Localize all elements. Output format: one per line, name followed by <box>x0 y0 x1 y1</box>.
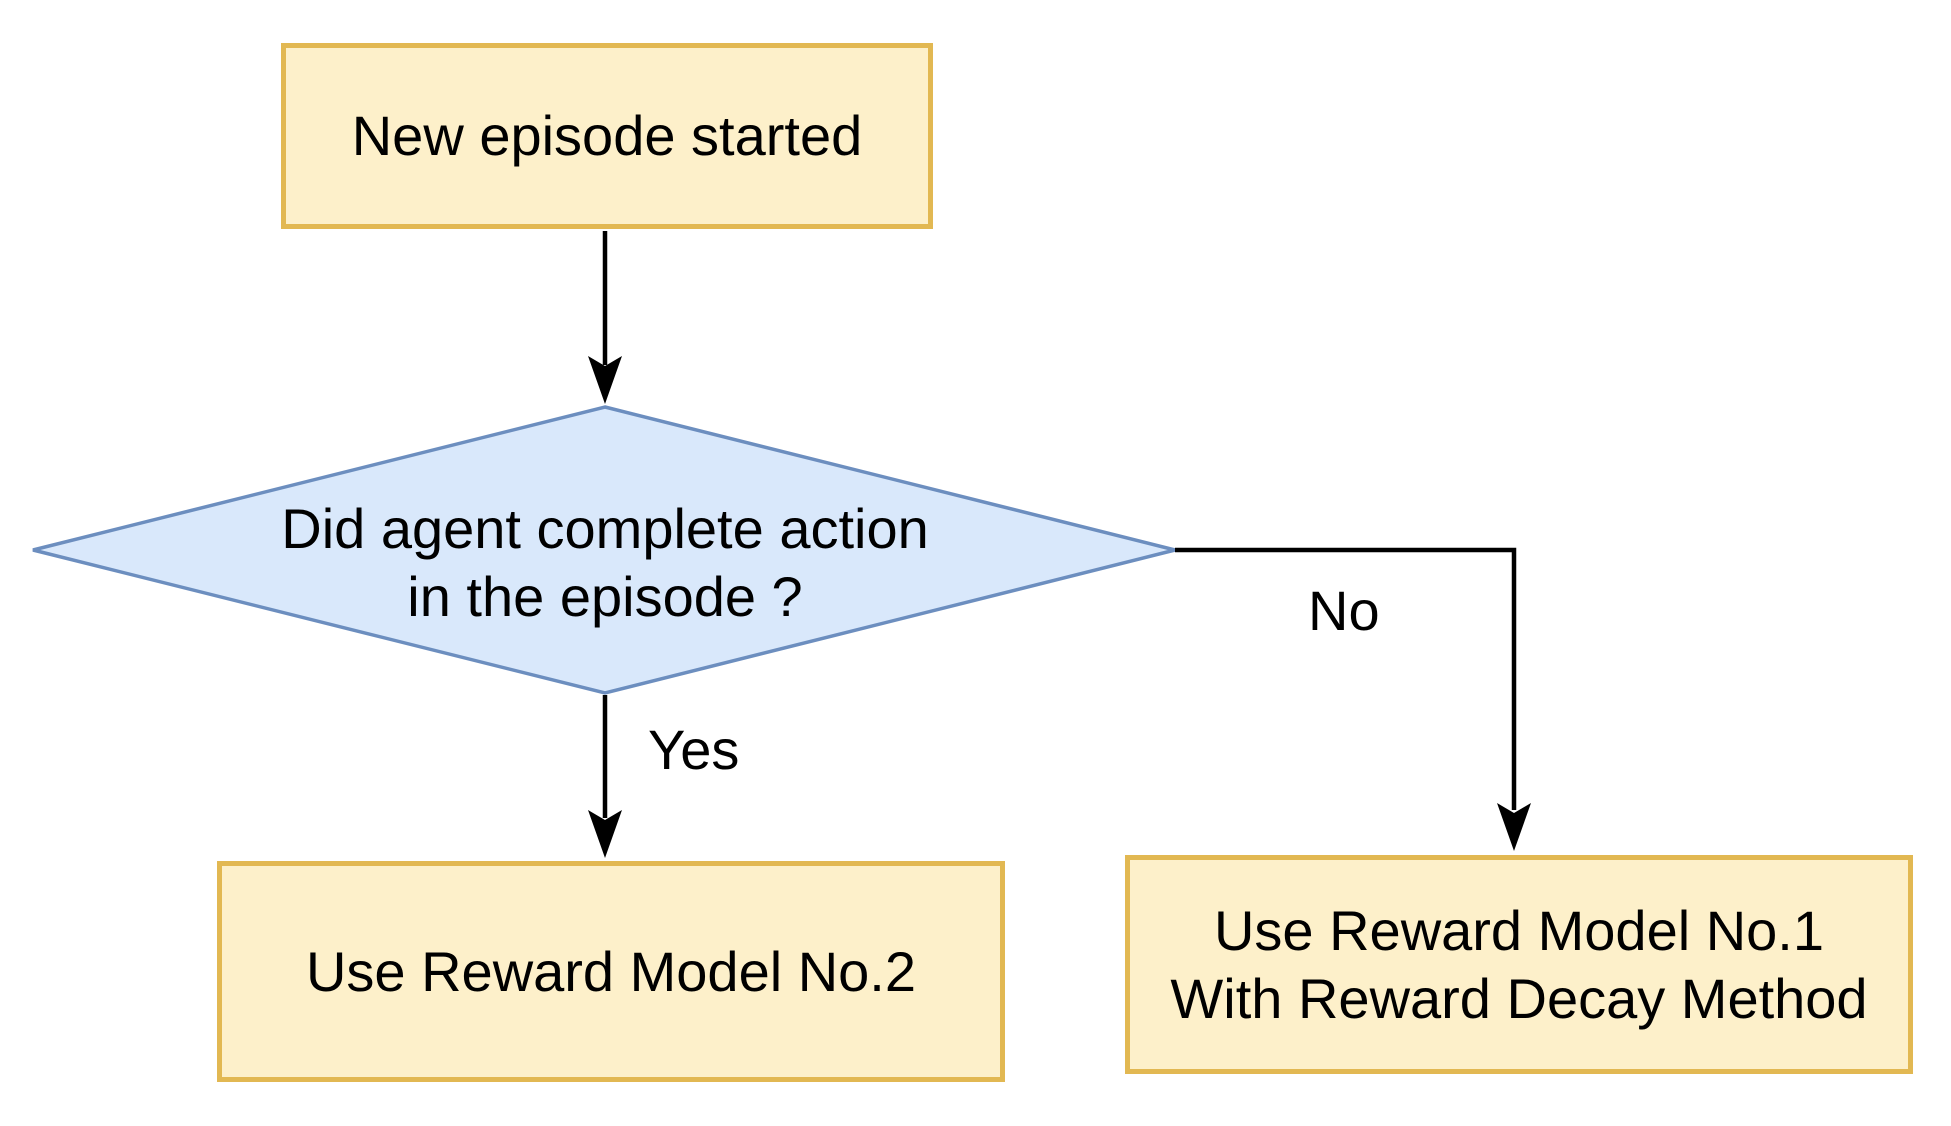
decision-node-label: Did agent complete action in the episode… <box>105 495 1105 631</box>
no-edge-label: No <box>1308 579 1380 642</box>
outcome-yes-node: Use Reward Model No.2 <box>217 861 1005 1082</box>
decision-diamond-shape <box>32 405 1176 695</box>
outcome-yes-label: Use Reward Model No.2 <box>305 939 917 1003</box>
arrowhead-no-icon <box>1497 803 1531 851</box>
start-node: New episode started <box>281 43 933 229</box>
edge-no <box>1175 547 1517 810</box>
outcome-no-label-line2: With Reward Decay Method <box>1170 966 1868 1030</box>
outcome-no-node: Use Reward Model No.1 With Reward Decay … <box>1125 855 1913 1074</box>
yes-edge-label: Yes <box>648 718 740 781</box>
arrowhead-yes-icon <box>588 810 622 858</box>
outcome-no-label-line1: Use Reward Model No.1 <box>1213 898 1825 962</box>
decision-label-line1: Did agent complete action <box>281 497 929 560</box>
arrowhead-start-to-decision-icon <box>588 356 622 404</box>
start-node-label: New episode started <box>351 104 863 167</box>
decision-label-line2: in the episode ? <box>407 565 803 628</box>
outcome-no-label: Use Reward Model No.1 With Reward Decay … <box>1170 897 1867 1033</box>
